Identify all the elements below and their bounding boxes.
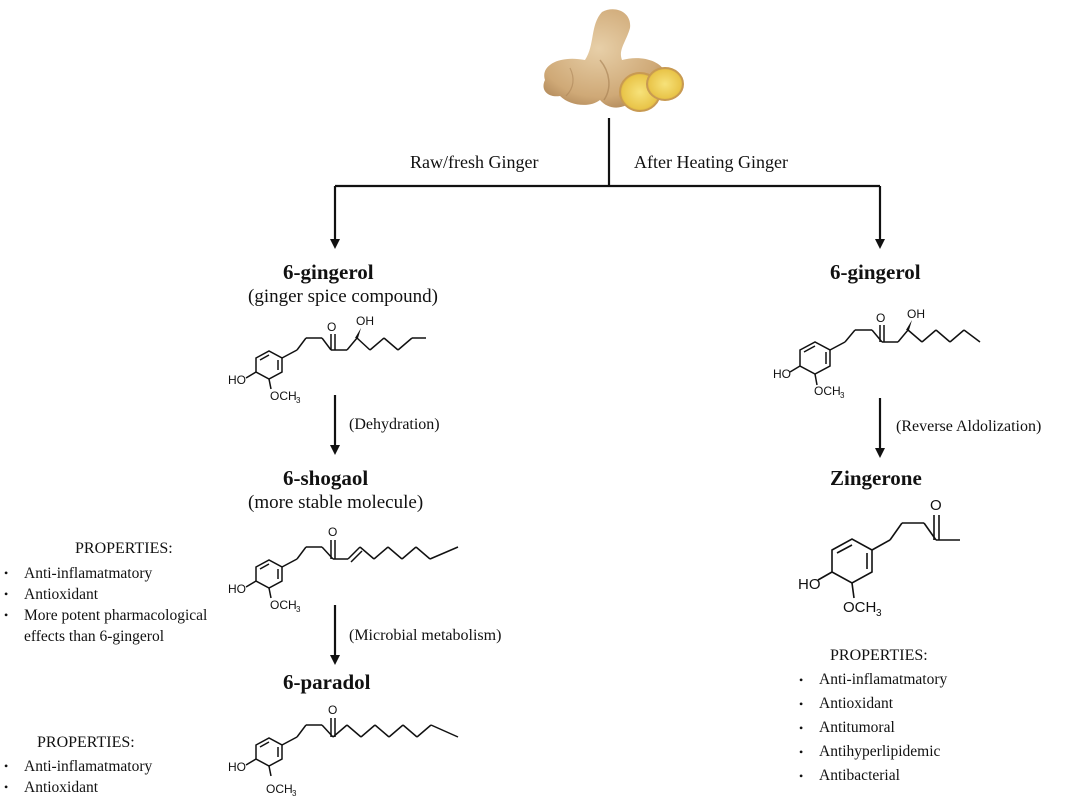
svg-text:O: O <box>328 703 337 717</box>
svg-text:OCH: OCH <box>270 598 297 612</box>
heated-ginger-label: After Heating Ginger <box>634 152 788 172</box>
paradol-properties-heading: PROPERTIES: <box>37 734 135 751</box>
paradol-labels: O HO OCH 3 <box>228 703 337 798</box>
paradol-title: 6-paradol <box>283 670 371 694</box>
zingerone-title: Zingerone <box>830 466 922 490</box>
svg-text:HO: HO <box>228 582 246 596</box>
paradol-structure <box>245 718 459 777</box>
gingerol-labels-right: O OH HO OCH 3 <box>773 307 925 400</box>
raw-ginger-label: Raw/fresh Ginger <box>410 152 539 172</box>
svg-text:OCH: OCH <box>843 599 876 616</box>
gingerol-title-left: 6-gingerol <box>283 260 374 284</box>
svg-text:3: 3 <box>296 396 301 405</box>
svg-text:OH: OH <box>907 307 925 321</box>
gingerol-title-right: 6-gingerol <box>830 260 921 284</box>
property-item: Antihyperlipidemic <box>795 740 947 764</box>
shogaol-properties-heading: PROPERTIES: <box>75 540 173 557</box>
gingerol-subtitle-left: (ginger spice compound) <box>248 286 438 307</box>
svg-text:3: 3 <box>876 608 882 619</box>
zingerone-structure <box>817 515 960 599</box>
svg-text:HO: HO <box>228 373 246 387</box>
svg-text:O: O <box>876 311 885 325</box>
ginger-root-icon <box>543 9 684 112</box>
shogaol-structure <box>245 540 459 599</box>
svg-text:HO: HO <box>228 760 246 774</box>
branch-connectors <box>330 118 885 249</box>
svg-text:O: O <box>327 320 336 334</box>
gingerol-labels-left: O OH HO OCH 3 <box>228 314 374 405</box>
reverse-aldolization-label: (Reverse Aldolization) <box>896 418 1042 435</box>
svg-text:O: O <box>328 525 337 539</box>
gingerol-structure-right <box>789 320 981 386</box>
property-item: Antibacterial <box>795 764 947 788</box>
paradol-properties-list: Anti-inflamatmatory Antioxidant <box>0 756 152 798</box>
svg-text:O: O <box>930 497 942 514</box>
svg-text:OCH: OCH <box>270 389 297 403</box>
svg-text:OCH: OCH <box>266 782 293 796</box>
property-item: Antioxidant <box>0 584 207 605</box>
zingerone-labels: O HO OCH 3 <box>798 497 942 619</box>
dehydration-label: (Dehydration) <box>349 416 440 433</box>
shogaol-title: 6-shogaol <box>283 466 369 490</box>
zingerone-properties-heading: PROPERTIES: <box>830 647 928 664</box>
gingerol-structure-left <box>245 328 426 390</box>
svg-text:3: 3 <box>840 391 845 400</box>
svg-text:OCH: OCH <box>814 384 841 398</box>
shogaol-properties-list: Anti-inflamatmatory Antioxidant More pot… <box>0 563 207 647</box>
shogaol-subtitle: (more stable molecule) <box>248 492 424 513</box>
property-item: Antitumoral <box>795 716 947 740</box>
microbial-metabolism-label: (Microbial metabolism) <box>349 627 502 644</box>
property-item: effects than 6-gingerol <box>24 628 165 645</box>
svg-text:HO: HO <box>798 576 821 593</box>
property-item: Anti-inflamatmatory <box>0 563 207 584</box>
property-item: Antioxidant <box>0 777 152 798</box>
reaction-arrows <box>330 395 885 665</box>
zingerone-properties-list: Anti-inflamatmatory Antioxidant Antitumo… <box>795 668 947 788</box>
property-item: Antioxidant <box>795 692 947 716</box>
svg-text:3: 3 <box>292 789 297 798</box>
property-item: More potent pharmacological <box>0 605 207 626</box>
property-item: Anti-inflamatmatory <box>795 668 947 692</box>
shogaol-labels: O HO OCH 3 <box>228 525 337 614</box>
svg-text:HO: HO <box>773 367 791 381</box>
svg-text:OH: OH <box>356 314 374 328</box>
property-item: Anti-inflamatmatory <box>0 756 152 777</box>
svg-text:3: 3 <box>296 605 301 614</box>
